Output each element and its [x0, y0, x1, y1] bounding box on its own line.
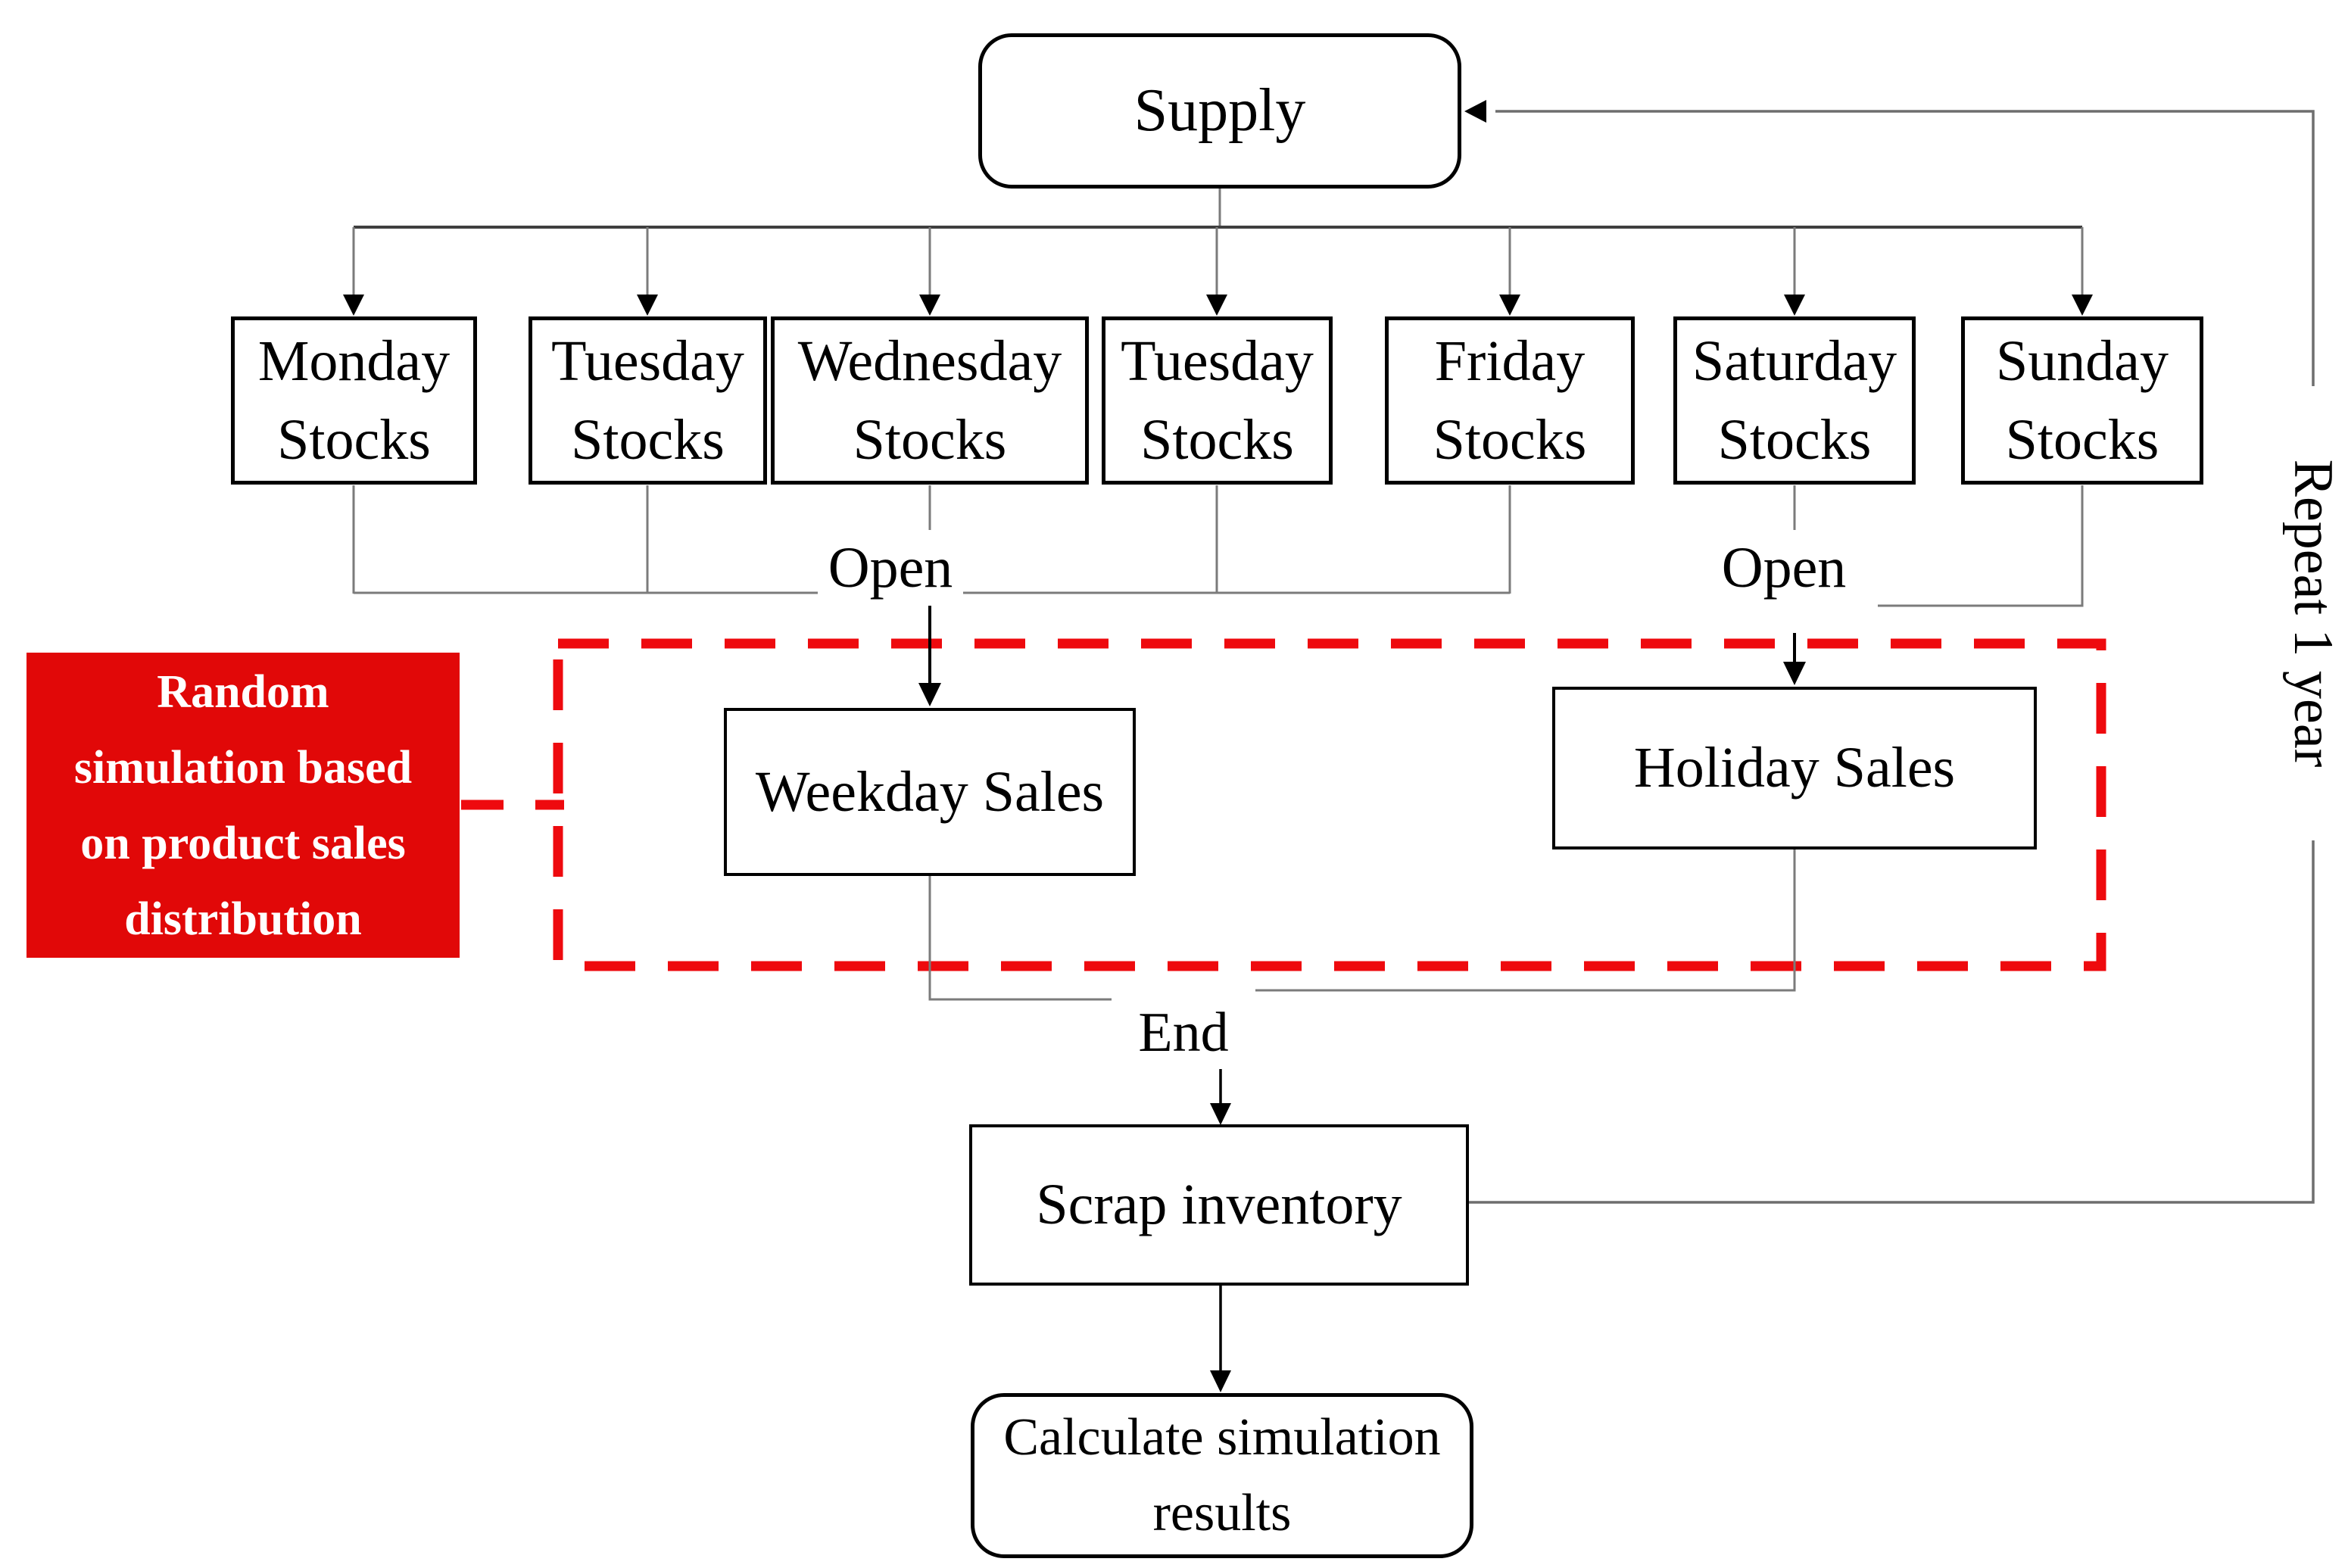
node-supply: Supply	[978, 33, 1461, 189]
node-calculate-results: Calculate simulation results	[971, 1393, 1473, 1558]
friday-stocks-line2: Stocks	[1433, 408, 1587, 472]
node-scrap-inventory: Scrap inventory	[969, 1124, 1469, 1286]
node-friday-stocks: Friday Stocks	[1385, 316, 1635, 485]
sunday-stocks-line1: Sunday	[1996, 329, 2169, 393]
annotation-line-2: simulation based	[73, 741, 413, 793]
saturday-stocks-line1: Saturday	[1692, 329, 1897, 393]
tuesday-stocks-line1: Tuesday	[551, 329, 744, 393]
tuesday-stocks-2-line2: Stocks	[1140, 408, 1294, 472]
arrowhead-calculate	[1210, 1370, 1231, 1392]
edge-label-open-holiday: Open	[1711, 530, 1857, 606]
saturday-stocks-line2: Stocks	[1717, 408, 1872, 472]
wednesday-stocks-line1: Wednesday	[797, 329, 1062, 393]
node-holiday-sales: Holiday Sales	[1552, 687, 2037, 849]
node-monday-stocks: Monday Stocks	[231, 316, 477, 485]
node-saturday-stocks: Saturday Stocks	[1673, 316, 1916, 485]
tuesday-stocks-line2: Stocks	[571, 408, 725, 472]
friday-stocks-line1: Friday	[1434, 329, 1586, 393]
sunday-stocks-line2: Stocks	[2005, 408, 2159, 472]
arrowhead-tuesday2	[1206, 295, 1227, 316]
edge-label-end: End	[1112, 998, 1255, 1068]
calculate-results-line1: Calculate simulation	[1003, 1408, 1441, 1467]
arrowhead-monday	[343, 295, 364, 316]
annotation-line-3: on product sales	[80, 817, 406, 869]
edge-label-repeat-1-year: Repeat 1 year	[2278, 386, 2348, 840]
arrowhead-friday	[1499, 295, 1520, 316]
arrowhead-holiday-sales	[1783, 662, 1806, 685]
node-tuesday-stocks-2: Tuesday Stocks	[1102, 316, 1333, 485]
annotation-random-simulation: Random simulation based on product sales…	[27, 653, 460, 958]
elbow-sunday	[1878, 485, 2084, 607]
monday-stocks-line1: Monday	[257, 329, 451, 393]
edge-repeat-loop	[1469, 110, 2315, 1204]
arrowhead-saturday	[1784, 295, 1805, 316]
arrowhead-tuesday	[637, 295, 658, 316]
edge-label-open-weekday: Open	[818, 530, 963, 606]
arrowhead-supply	[1464, 100, 1486, 123]
tuesday-stocks-2-line1: Tuesday	[1121, 329, 1314, 393]
node-sunday-stocks: Sunday Stocks	[1961, 316, 2203, 485]
arrowhead-wednesday	[919, 295, 940, 316]
arrowhead-weekday-sales	[918, 683, 941, 706]
arrowhead-scrap	[1210, 1103, 1231, 1125]
wednesday-stocks-line2: Stocks	[853, 408, 1007, 472]
annotation-line-1: Random	[157, 666, 329, 718]
supply-label: Supply	[1133, 76, 1306, 144]
elbow-weekday-out	[928, 876, 1121, 1001]
holiday-sales-label: Holiday Sales	[1633, 736, 1956, 800]
elbow-holiday-out	[1255, 849, 1796, 992]
weekday-sales-label: Weekday Sales	[755, 759, 1105, 824]
monday-stocks-line2: Stocks	[277, 408, 431, 472]
node-wednesday-stocks: Wednesday Stocks	[771, 316, 1089, 485]
dashed-region-border	[553, 638, 2106, 971]
calculate-results-line2: results	[1152, 1484, 1292, 1542]
annotation-line-4: distribution	[124, 893, 362, 945]
arrowhead-sunday	[2072, 295, 2093, 316]
node-tuesday-stocks: Tuesday Stocks	[529, 316, 767, 485]
node-weekday-sales: Weekday Sales	[724, 708, 1136, 876]
scrap-inventory-label: Scrap inventory	[1036, 1173, 1402, 1237]
